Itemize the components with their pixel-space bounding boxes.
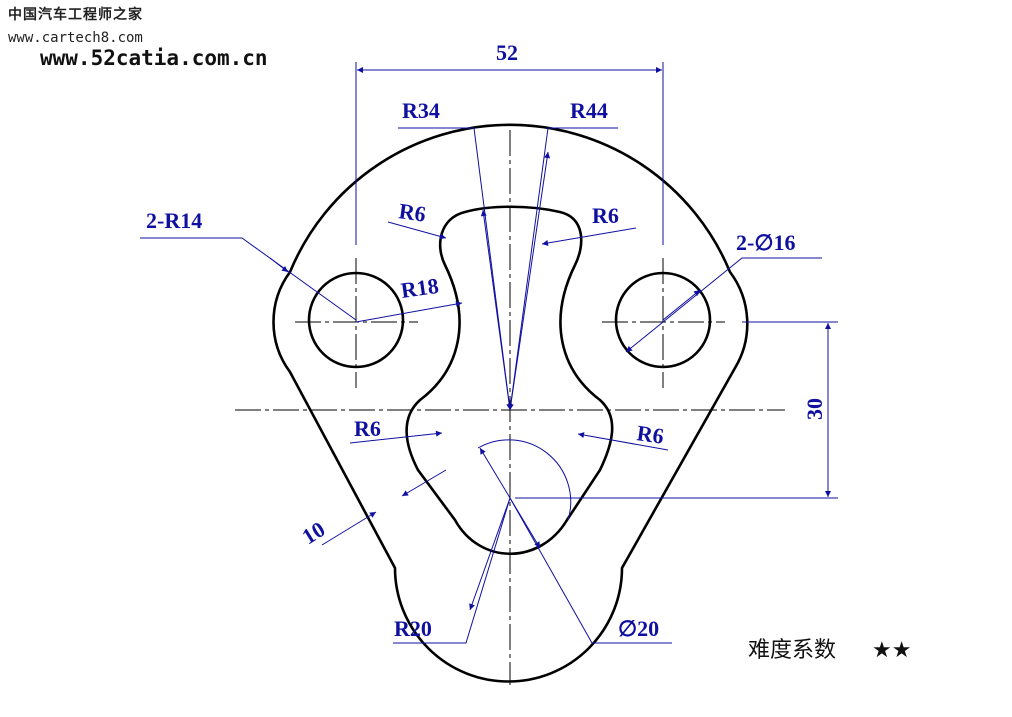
difficulty-stars: ★★ [872,638,911,663]
left-hole [307,271,405,369]
dim-r34: R34 [402,98,440,123]
watermark-url-52catia: www.52catia.com.cn [40,46,268,70]
difficulty-label: 难度系数 [748,638,836,663]
dim-r6-low-right: R6 [635,420,665,448]
dim-52: 52 [496,40,518,65]
inner-pocket [405,205,614,555]
dim-r6-top-left: R6 [397,198,427,226]
dim-2-dia16: 2-∅16 [736,230,796,255]
watermark-url-cartech: www.cartech8.com [8,30,143,46]
dim-dia20: ∅20 [618,616,659,641]
dim-r44: R44 [570,98,608,123]
dim-10: 10 [297,516,329,549]
dim-2-r14: 2-R14 [146,208,202,233]
dim-r6-low-left: R6 [354,416,381,441]
dim-r20: R20 [394,616,432,641]
dim-r18: R18 [399,273,440,303]
right-hole [614,271,712,369]
dimension-lines [140,62,838,644]
watermark-site-name: 中国汽车工程师之家 [8,7,143,23]
outer-contour [272,123,749,683]
dim-30: 30 [802,398,827,420]
dim-r6-top-right: R6 [592,203,619,228]
